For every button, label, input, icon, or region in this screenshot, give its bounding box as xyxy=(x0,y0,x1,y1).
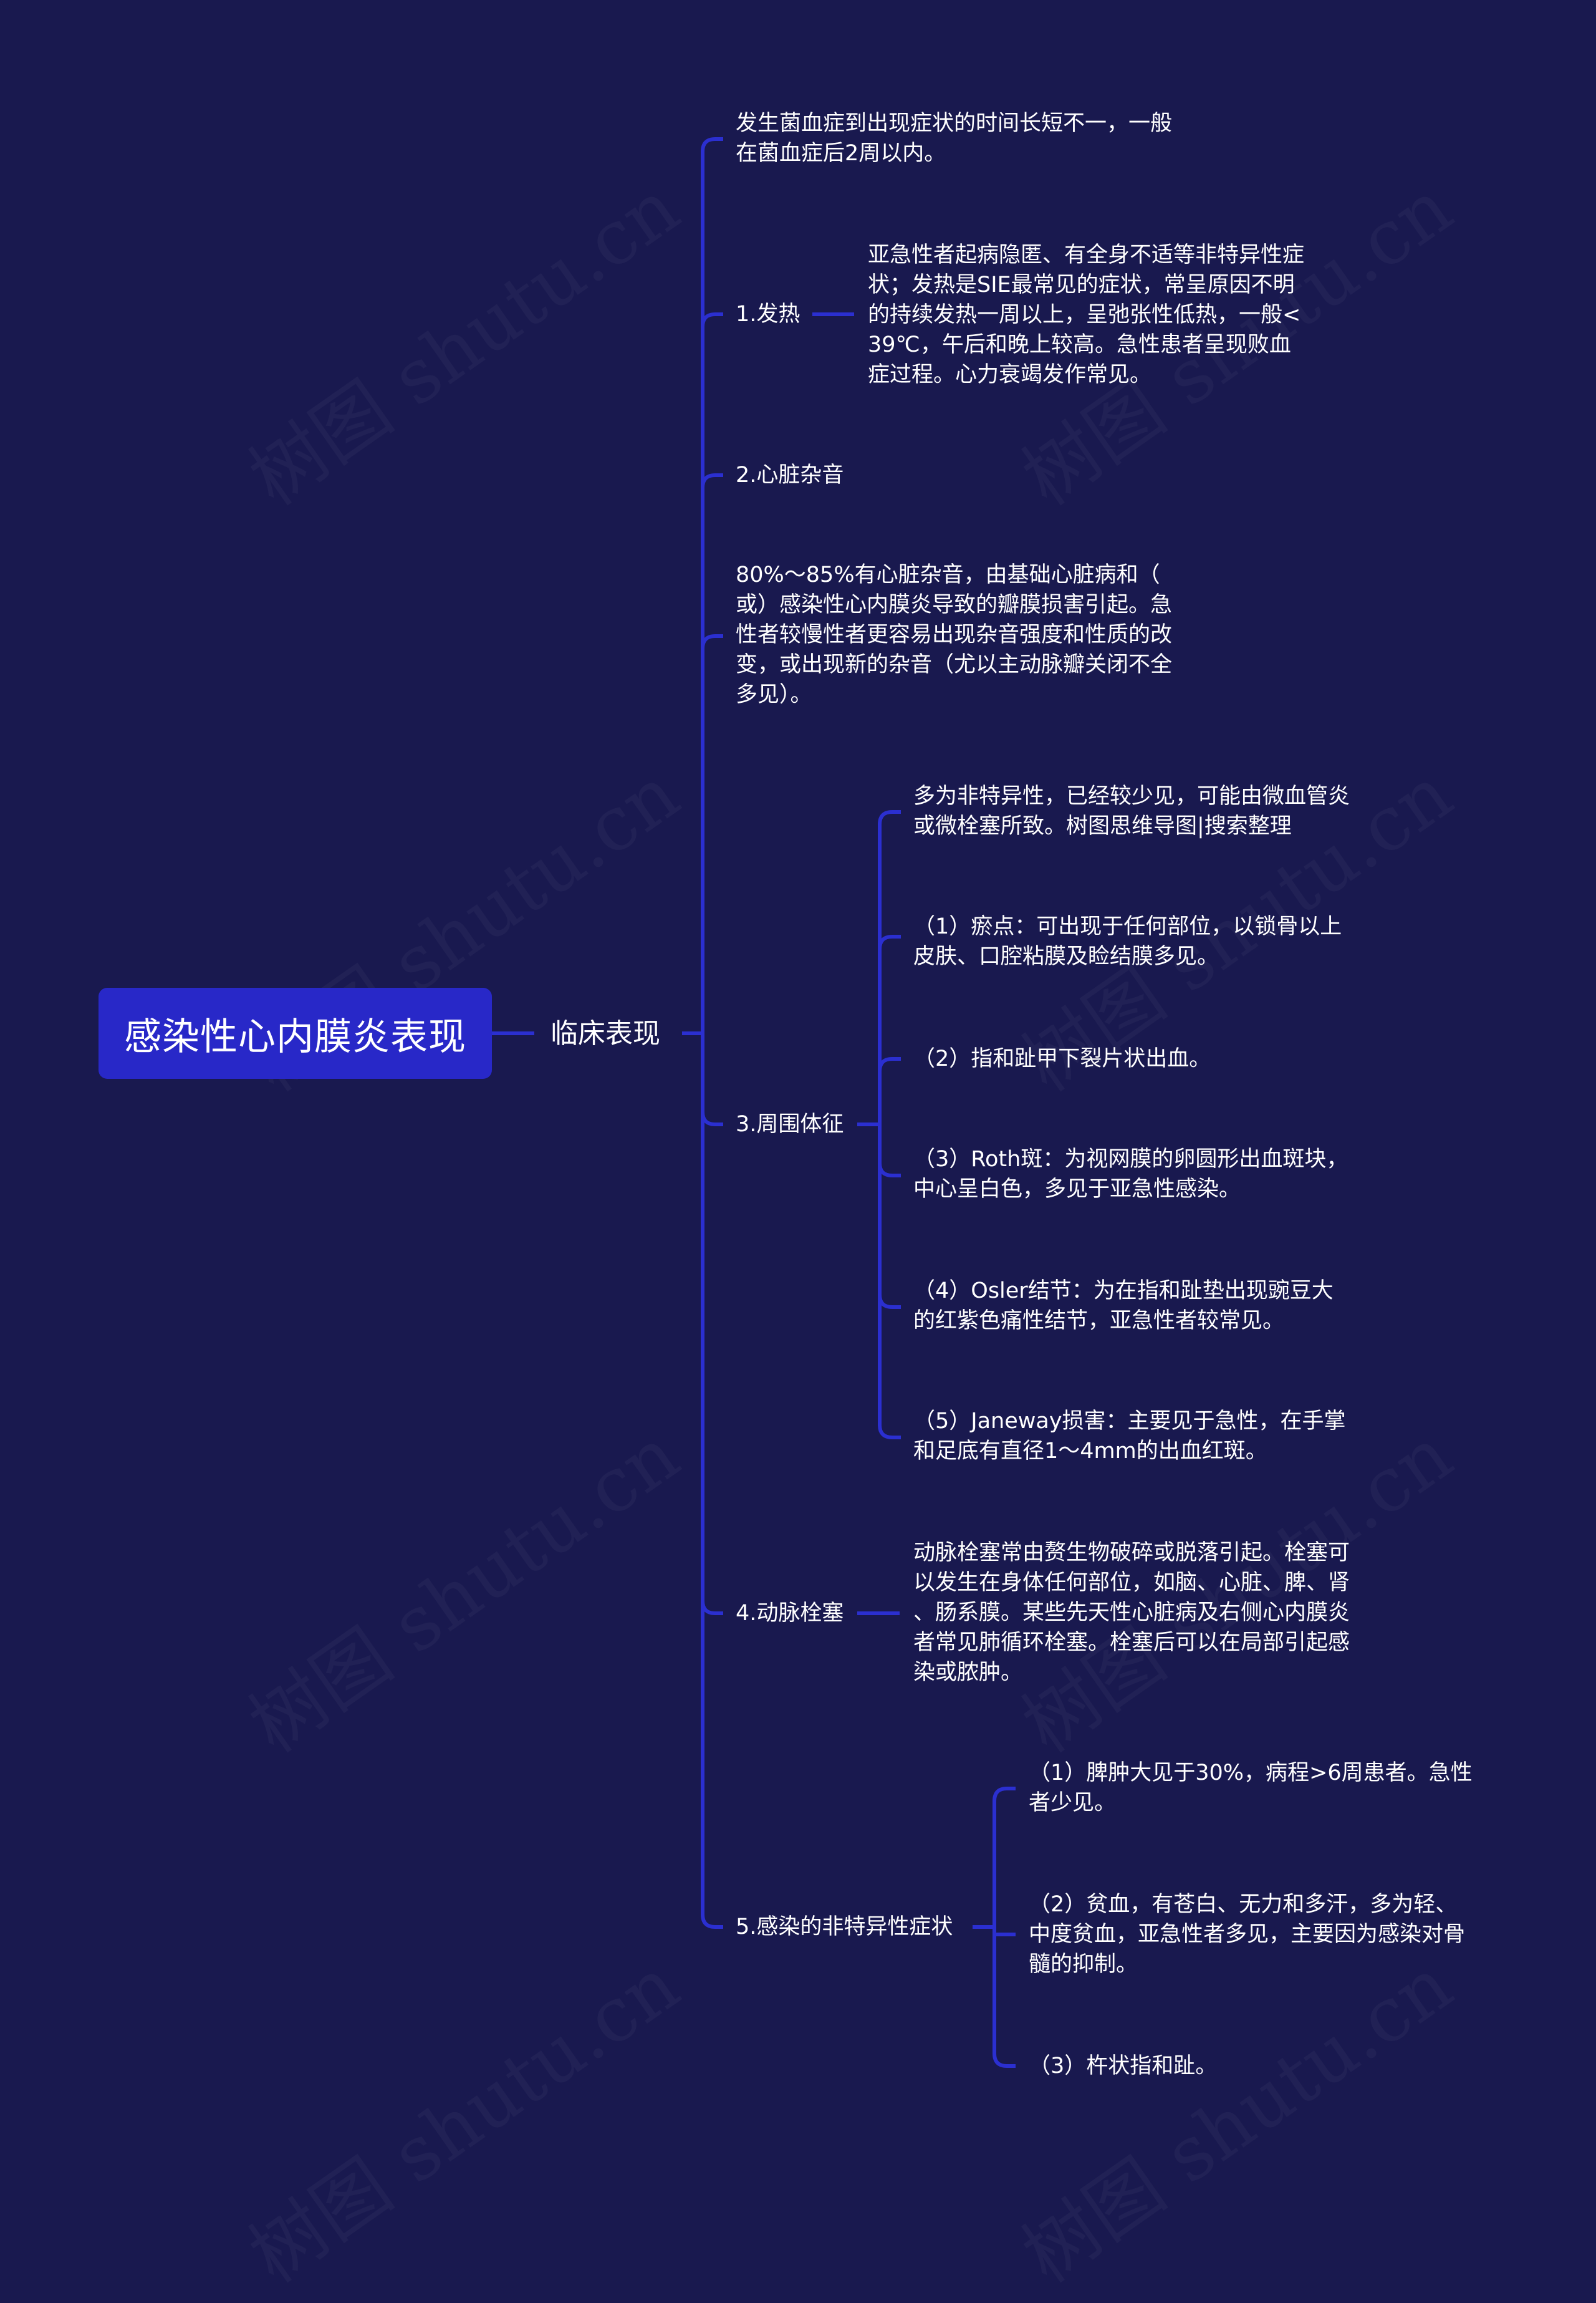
node-intro[interactable]: 发生菌血症到出现症状的时间长短不一，一般 在菌血症后2周以内。 xyxy=(736,111,1173,166)
peripheral-child[interactable]: （4）Osler结节：为在指和趾垫出现豌豆大 的红紫色痛性结节，亚急性者较常见。 xyxy=(913,1278,1334,1333)
node-nonspecific-symptoms[interactable]: 5.感染的非特异性症状 xyxy=(736,1914,953,1939)
node-clinical-manifestations[interactable]: 临床表现 xyxy=(550,1018,660,1050)
peripheral-child[interactable]: （2）指和趾甲下裂片状出血。 xyxy=(913,1046,1211,1071)
peripheral-child[interactable]: （3）Roth斑：为视网膜的卵圆形出血斑块， 中心呈白色，多见于亚急性感染。 xyxy=(913,1147,1348,1202)
peripheral-child[interactable]: （1）瘀点：可出现于任何部位，以锁骨以上 皮肤、口腔粘膜及睑结膜多见。 xyxy=(913,914,1342,969)
root-node[interactable]: 感染性心内膜炎表现 xyxy=(99,988,492,1079)
connector-lines xyxy=(492,137,1016,2068)
peripheral-child[interactable]: 多为非特异性，已经较少见，可能由微血管炎 或微栓塞所致。树图思维导图|搜索整理 xyxy=(913,784,1350,839)
nonspecific-child[interactable]: （1）脾肿大见于30%，病程>6周患者。急性 者少见。 xyxy=(1029,1760,1473,1815)
root-node-label: 感染性心内膜炎表现 xyxy=(124,1015,466,1059)
node-fever-detail[interactable]: 亚急性者起病隐匿、有全身不适等非特异性症 状；发热是SIE最常见的症状，常呈原因… xyxy=(868,243,1305,387)
node-embolism-detail[interactable]: 动脉栓塞常由赘生物破碎或脱落引起。栓塞可 以发生在身体任何部位，如脑、心脏、脾、… xyxy=(913,1540,1350,1685)
node-murmur[interactable]: 2.心脏杂音 xyxy=(736,463,844,488)
nonspecific-child[interactable]: （3）杵状指和趾。 xyxy=(1029,2054,1218,2078)
peripheral-child[interactable]: （5）Janeway损害：主要见于急性，在手掌 和足底有直径1～4mm的出血红斑… xyxy=(913,1409,1346,1464)
node-murmur-detail[interactable]: 80%～85%有心脏杂音，由基础心脏病和（ 或）感染性心内膜炎导致的瓣膜损害引起… xyxy=(736,562,1173,707)
node-fever[interactable]: 1.发热 xyxy=(736,302,800,327)
node-arterial-embolism[interactable]: 4.动脉栓塞 xyxy=(736,1601,844,1626)
node-peripheral-signs[interactable]: 3.周围体征 xyxy=(736,1112,844,1137)
nonspecific-child[interactable]: （2）贫血，有苍白、无力和多汗，多为轻、 中度贫血，亚急性者多见，主要因为感染对… xyxy=(1029,1892,1466,1977)
